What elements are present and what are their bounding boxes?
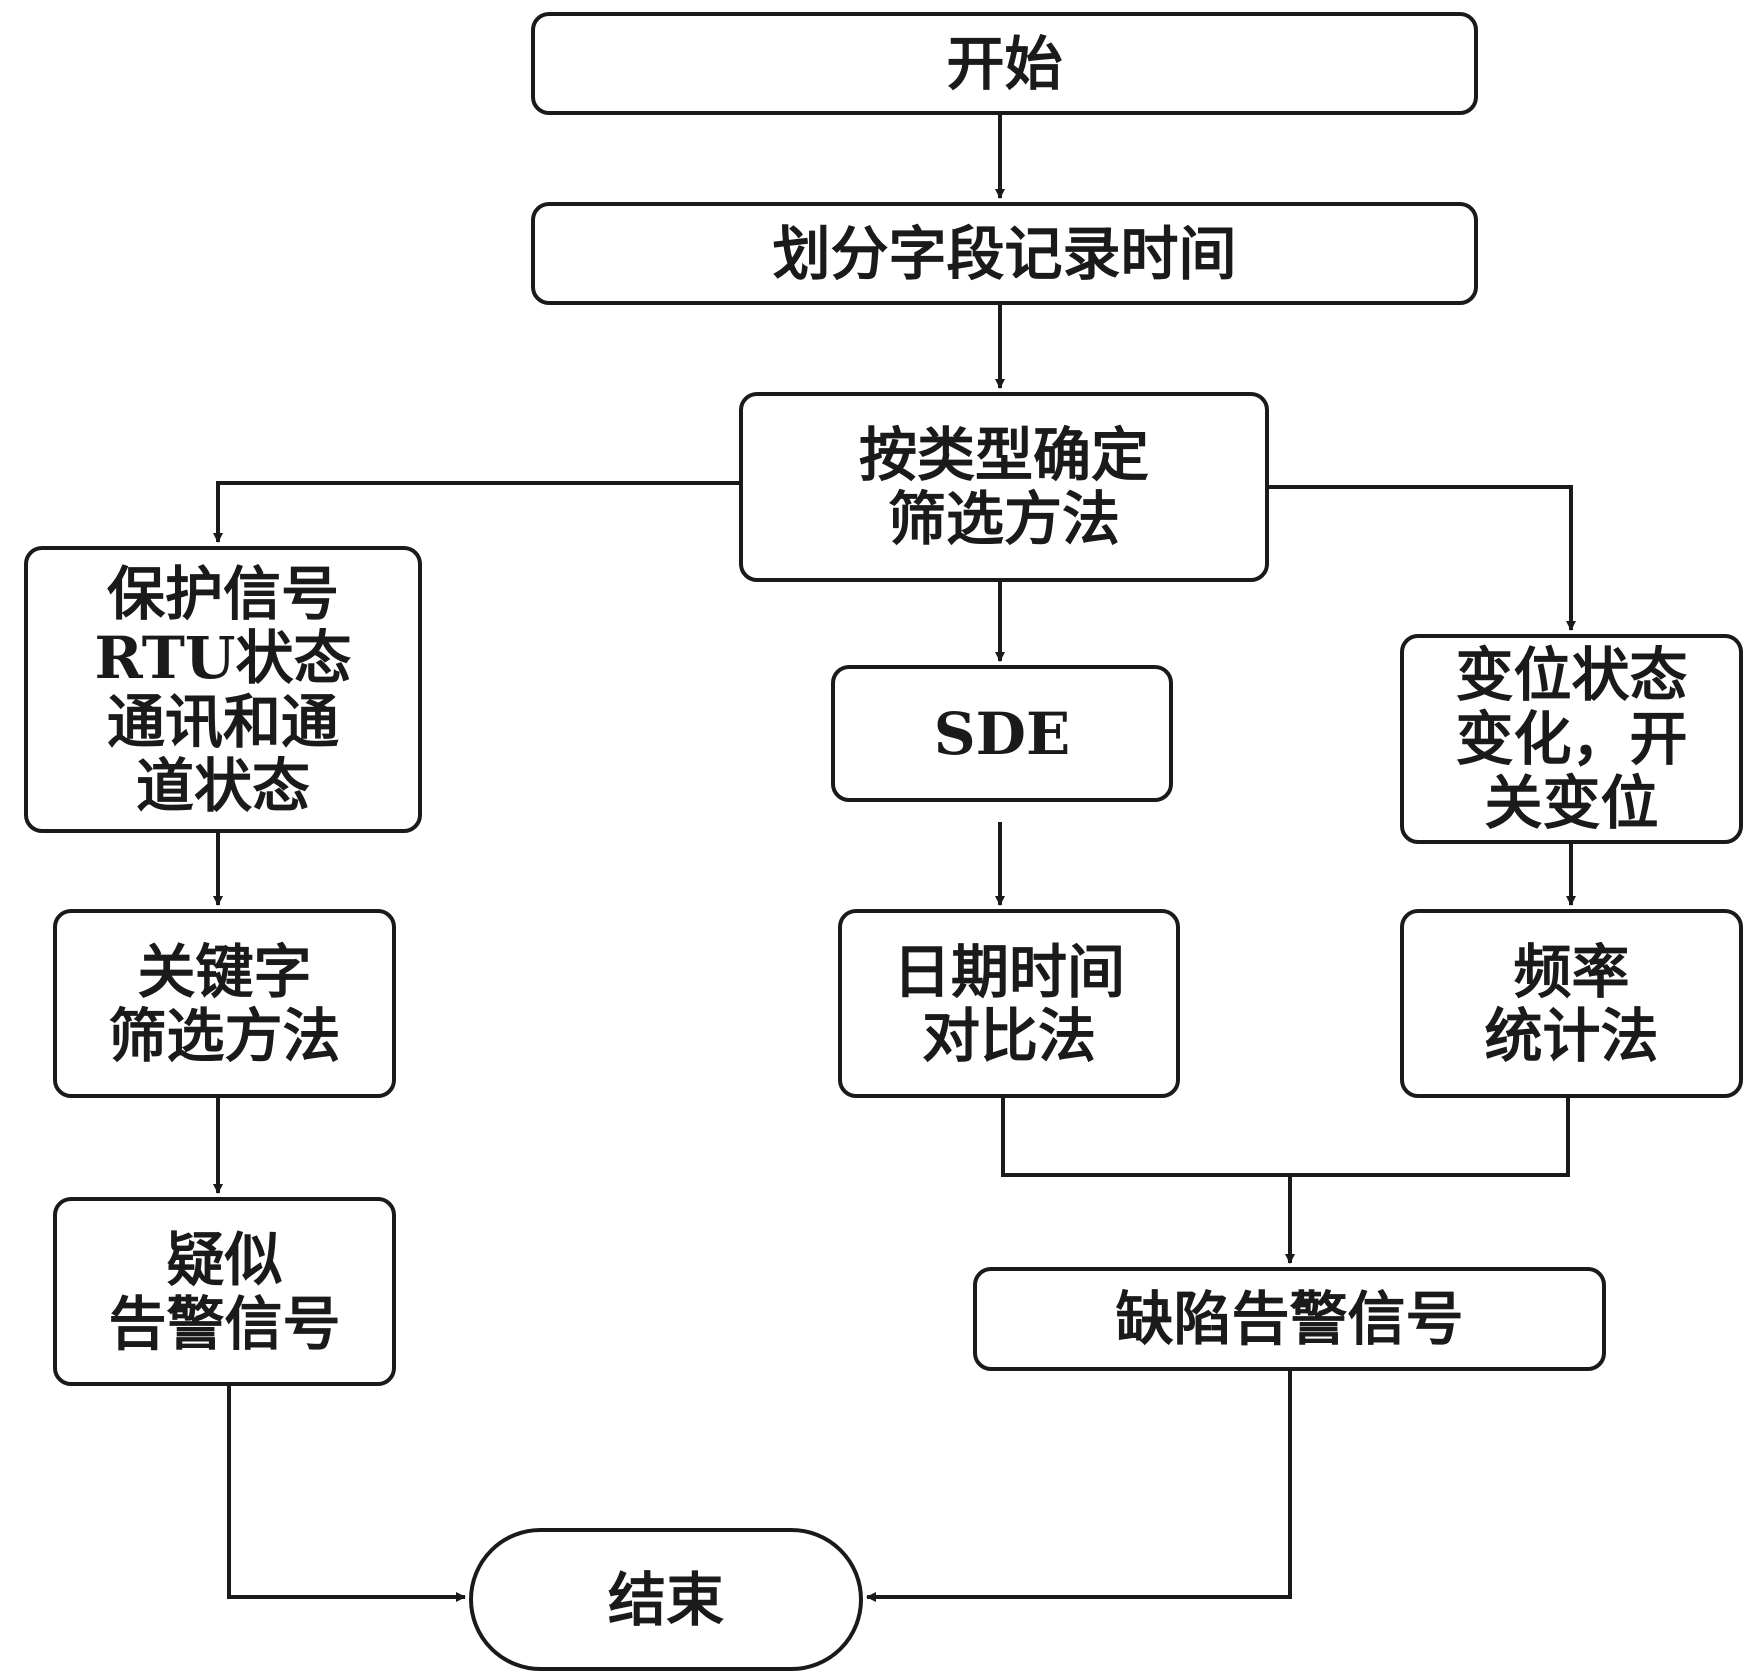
node-text: 频率 bbox=[1513, 937, 1630, 1006]
node-text: 保护信号 bbox=[106, 559, 339, 628]
node-text: 变化，开 bbox=[1455, 705, 1688, 773]
node-text: 日期时间 bbox=[892, 937, 1125, 1006]
node-text: 对比法 bbox=[921, 1001, 1096, 1070]
node-keyword: 关键字 筛选方法 bbox=[53, 909, 396, 1098]
node-text: 按类型确定 bbox=[858, 421, 1149, 489]
node-protection: 保护信号 RTU状态 通讯和通 道状态 bbox=[24, 546, 422, 833]
arrow-type-to-protection bbox=[213, 481, 739, 543]
node-text: 筛选方法 bbox=[887, 485, 1120, 553]
node-text: 结束 bbox=[607, 1565, 724, 1634]
arrow-suspected-to-end bbox=[227, 1386, 466, 1602]
node-text: 划分字段记录时间 bbox=[772, 219, 1237, 288]
arrow-defect-to-end bbox=[866, 1371, 1292, 1602]
node-end: 结束 bbox=[469, 1528, 863, 1671]
node-start: 开始 bbox=[531, 12, 1478, 115]
node-date-compare: 日期时间 对比法 bbox=[838, 909, 1180, 1098]
node-text: 变位状态 bbox=[1455, 641, 1688, 709]
node-split-time: 划分字段记录时间 bbox=[531, 202, 1478, 305]
node-text: 缺陷告警信号 bbox=[1115, 1285, 1464, 1353]
node-frequency: 频率 统计法 bbox=[1400, 909, 1743, 1098]
node-sde: SDE bbox=[831, 665, 1173, 802]
connector-merge bbox=[1001, 1098, 1570, 1177]
node-text: 统计法 bbox=[1484, 1001, 1659, 1070]
node-text: 关变位 bbox=[1484, 769, 1659, 837]
node-text: 关键字 bbox=[137, 937, 312, 1006]
node-text: 道状态 bbox=[135, 751, 310, 820]
node-text: 筛选方法 bbox=[108, 1001, 341, 1070]
node-text: RTU状态 bbox=[94, 623, 352, 692]
node-text: 告警信号 bbox=[108, 1289, 341, 1358]
node-defect-alarm: 缺陷告警信号 bbox=[973, 1267, 1606, 1371]
node-text: SDE bbox=[933, 699, 1071, 768]
node-state-change: 变位状态 变化，开 关变位 bbox=[1400, 634, 1743, 844]
node-text: 开始 bbox=[946, 29, 1063, 98]
node-suspected-alarm: 疑似 告警信号 bbox=[53, 1197, 396, 1386]
node-text: 通讯和通 bbox=[106, 687, 339, 756]
node-text: 疑似 bbox=[166, 1225, 283, 1294]
node-by-type: 按类型确定 筛选方法 bbox=[739, 392, 1269, 582]
arrow-type-to-state-change bbox=[1269, 485, 1576, 631]
